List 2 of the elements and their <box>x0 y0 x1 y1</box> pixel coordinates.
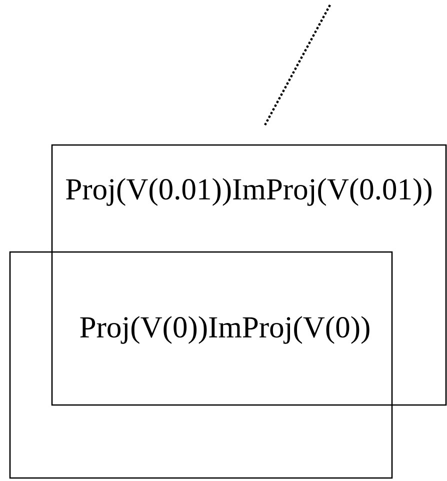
box-label: Proj(V(0.01))ImProj(V(0.01)) <box>66 178 432 206</box>
box-label: Proj(V(0))ImProj(V(0)) <box>80 316 370 344</box>
